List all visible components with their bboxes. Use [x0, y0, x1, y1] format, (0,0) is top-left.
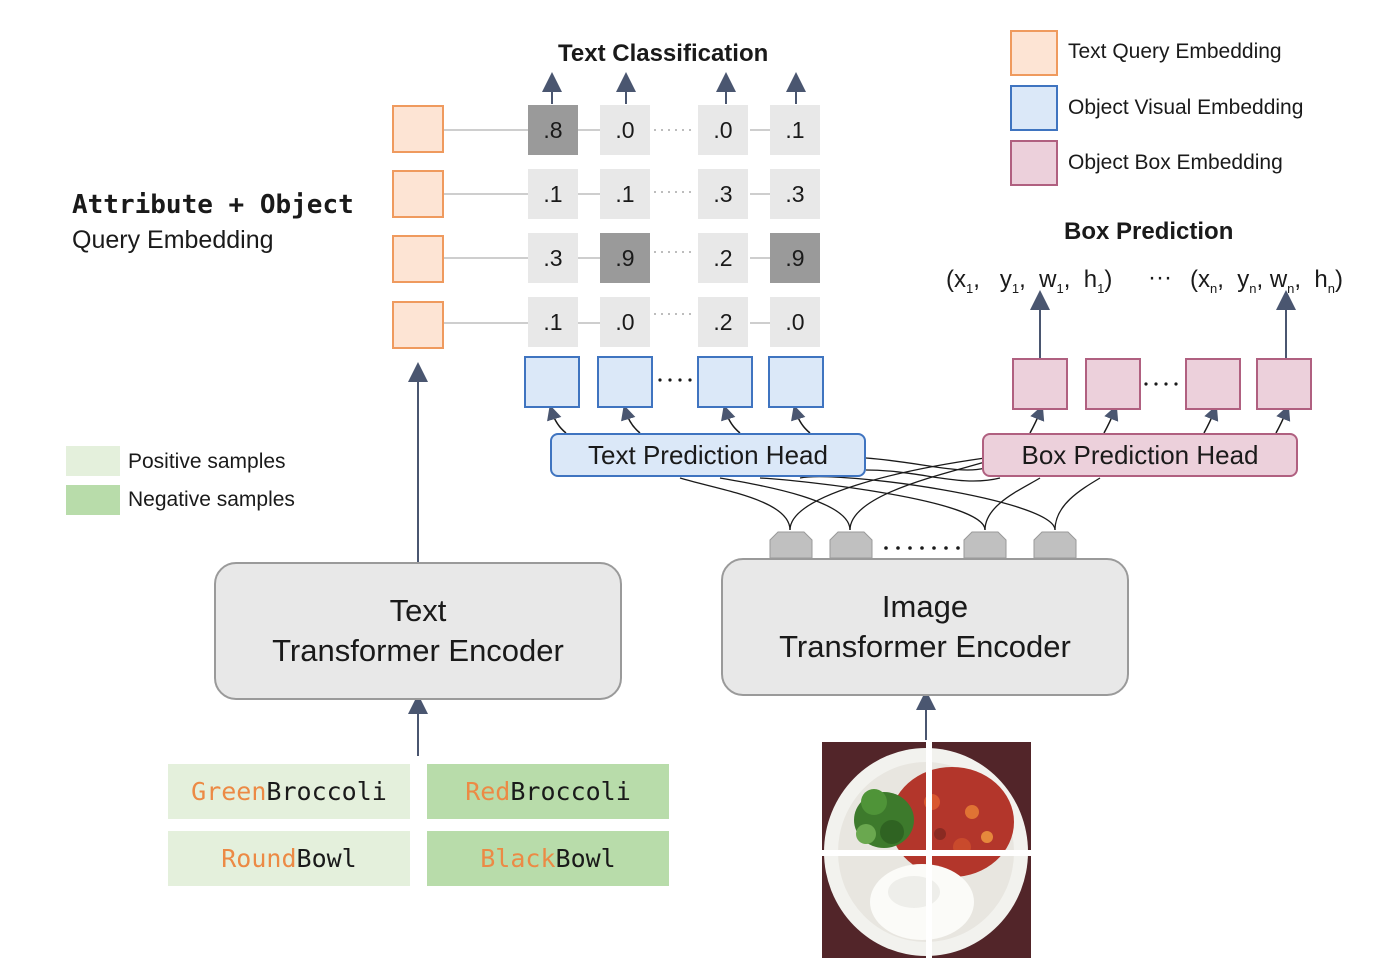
box-embedding-4 — [1256, 358, 1312, 410]
box-coord-arrows — [1030, 290, 1296, 358]
text-transformer-encoder: Text Transformer Encoder — [214, 562, 622, 700]
box-prediction-head: Box Prediction Head — [982, 433, 1298, 477]
matrix-dots — [654, 129, 696, 315]
box-coords-last: (xn, yn, wn, hn) — [1190, 266, 1344, 296]
legend-object-visual-label: Object Visual Embedding — [1068, 96, 1304, 119]
box-prediction-title: Box Prediction — [1064, 218, 1234, 245]
token-ellipsis-dots — [884, 546, 960, 550]
negative-samples-swatch — [66, 485, 120, 515]
embedding-ellipsis-dots — [658, 378, 1178, 386]
query-embedding-3 — [392, 235, 444, 283]
score-cell-r2c2: .1 — [600, 169, 650, 219]
query-token-red-broccoli: Red Broccoli — [427, 764, 669, 819]
box-coords-first: (x1, y1, w1, h1) — [946, 266, 1113, 296]
score-cell-r2c4: .3 — [770, 169, 820, 219]
box-embedding-2 — [1085, 358, 1141, 410]
visual-embedding-4 — [768, 356, 824, 408]
negative-samples-label: Negative samples — [128, 488, 295, 511]
query-title-line2: Query Embedding — [72, 226, 274, 254]
image-transformer-encoder: Image Transformer Encoder — [721, 558, 1129, 696]
score-cell-r4c4: .0 — [770, 297, 820, 347]
query-token-round-bowl: Round Bowl — [168, 831, 410, 886]
legend-object-box-label: Object Box Embedding — [1068, 151, 1283, 174]
score-cell-r3c3: .2 — [698, 233, 748, 283]
score-cell-r4c2: .0 — [600, 297, 650, 347]
query-token-green-broccoli: Green Broccoli — [168, 764, 410, 819]
score-cell-r3c1: .3 — [528, 233, 578, 283]
score-cell-r2c1: .1 — [528, 169, 578, 219]
query-embedding-2 — [392, 170, 444, 218]
image-encoder-line1: Image — [881, 589, 969, 624]
score-cell-r4c1: .1 — [528, 297, 578, 347]
legend-text-query-label: Text Query Embedding — [1068, 40, 1282, 63]
score-cell-r2c3: .3 — [698, 169, 748, 219]
visual-embedding-3 — [697, 356, 753, 408]
query-title-line1: Attribute + Object — [72, 190, 354, 220]
text-encoder-line1: Text — [389, 593, 447, 628]
score-cell-r4c3: .2 — [698, 297, 748, 347]
query-embedding-1 — [392, 105, 444, 153]
score-cell-r3c4: .9 — [770, 233, 820, 283]
visual-embedding-1 — [524, 356, 580, 408]
image-token-outputs — [769, 531, 1077, 559]
query-token-black-bowl: Black Bowl — [427, 831, 669, 886]
text-encoder-line2: Transformer Encoder — [272, 633, 564, 668]
score-cell-r1c1: .8 — [528, 105, 578, 155]
legend-object-visual-swatch — [1010, 85, 1058, 131]
score-cell-r1c2: .0 — [600, 105, 650, 155]
text-prediction-head: Text Prediction Head — [550, 433, 866, 477]
box-embedding-3 — [1185, 358, 1241, 410]
image-encoder-line2: Transformer Encoder — [779, 629, 1071, 664]
positive-samples-swatch — [66, 446, 120, 476]
legend-text-query-swatch — [1010, 30, 1058, 76]
positive-samples-label: Positive samples — [128, 450, 286, 473]
score-cell-r1c4: .1 — [770, 105, 820, 155]
food-bowl-image — [822, 742, 1031, 958]
legend-object-box-swatch — [1010, 140, 1058, 186]
score-cell-r3c2: .9 — [600, 233, 650, 283]
query-row-lines — [444, 129, 770, 324]
encoder-to-head-lines — [679, 457, 1101, 531]
classification-arrows — [542, 72, 806, 104]
score-cell-r1c3: .0 — [698, 105, 748, 155]
head-to-embedding-arrows — [547, 404, 1291, 434]
visual-embedding-2 — [597, 356, 653, 408]
box-embedding-1 — [1012, 358, 1068, 410]
encoder-up-arrows — [408, 362, 936, 756]
query-embedding-4 — [392, 301, 444, 349]
box-coords-ellipsis: ··· — [1148, 264, 1172, 291]
text-classification-title: Text Classification — [558, 40, 769, 67]
